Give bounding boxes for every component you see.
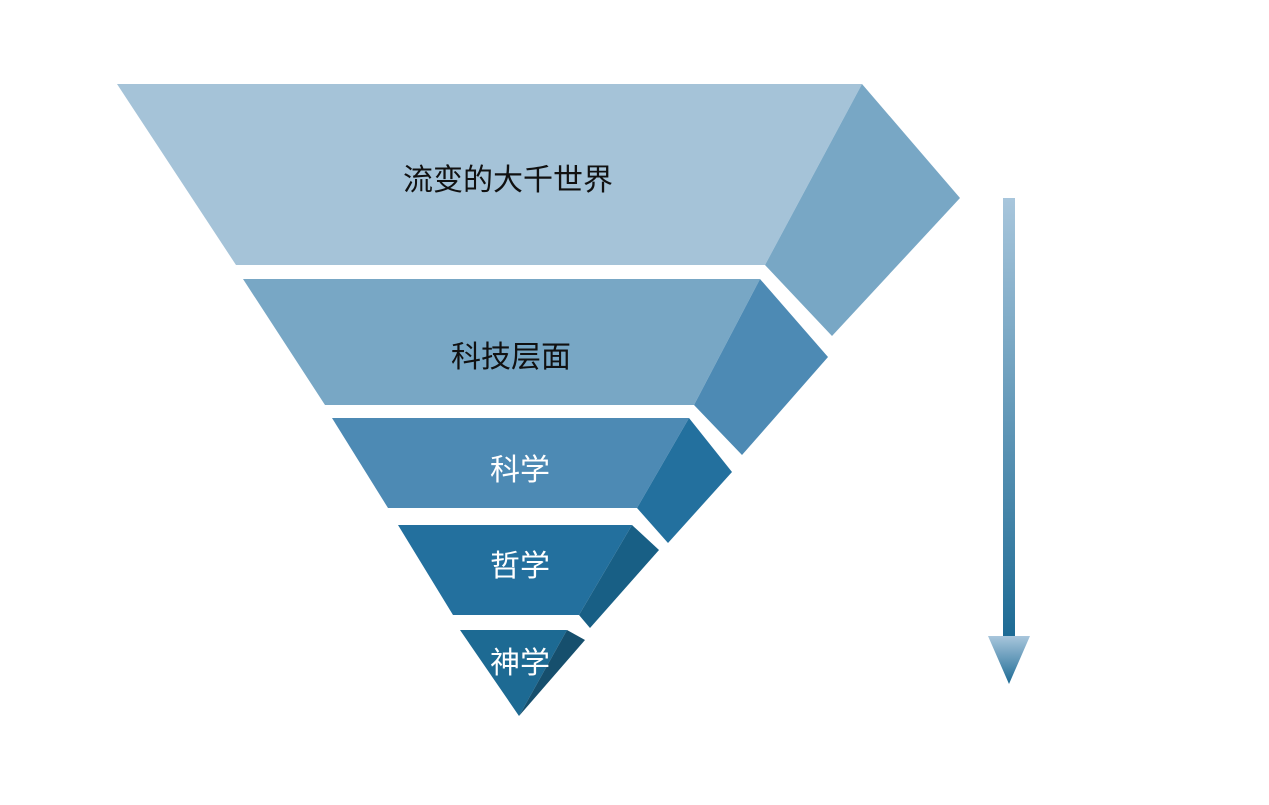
layer-3-side bbox=[637, 418, 732, 543]
layer-5-label: 神学 bbox=[490, 646, 550, 681]
layer-1-front bbox=[117, 84, 862, 265]
layer-3: 科学 bbox=[332, 418, 732, 543]
layer-5-side bbox=[519, 630, 585, 716]
layer-4: 哲学 bbox=[398, 525, 659, 628]
layer-1: 流变的大千世界 bbox=[117, 84, 960, 336]
layer-4-front bbox=[398, 525, 632, 615]
layer-5: 神学 bbox=[460, 630, 585, 716]
layer-2: 科技层面 bbox=[243, 279, 828, 455]
layer-5-front bbox=[460, 630, 567, 716]
layer-4-side bbox=[579, 525, 659, 628]
arrow-head bbox=[988, 636, 1030, 684]
layer-2-side bbox=[694, 279, 828, 455]
down-arrow-icon bbox=[988, 198, 1030, 684]
layer-1-side bbox=[765, 84, 960, 336]
layer-4-label: 哲学 bbox=[490, 549, 550, 584]
layer-3-label: 科学 bbox=[490, 453, 550, 488]
layer-2-label: 科技层面 bbox=[451, 340, 571, 375]
layer-2-front bbox=[243, 279, 760, 405]
layer-3-front bbox=[332, 418, 689, 508]
layer-1-label: 流变的大千世界 bbox=[403, 163, 613, 198]
arrow-shaft bbox=[1003, 198, 1015, 640]
